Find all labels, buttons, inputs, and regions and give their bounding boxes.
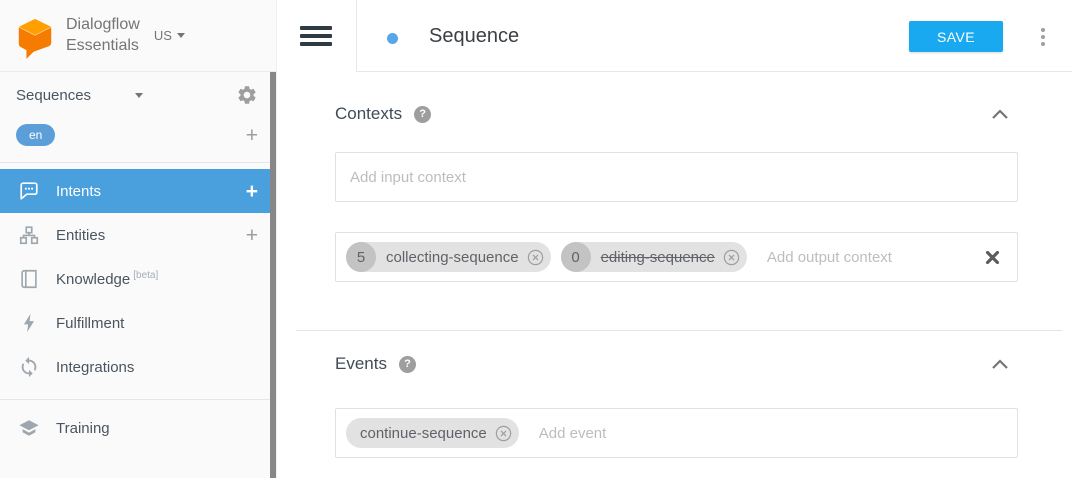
contexts-title: Contexts: [335, 104, 403, 123]
lightning-icon: [23, 313, 35, 333]
book-icon: [21, 269, 37, 289]
sidebar-item-label: Integrations: [56, 358, 135, 376]
event-chip-label: continue-sequence: [360, 424, 487, 442]
contexts-section-header: Contexts ?: [335, 98, 1018, 130]
section-divider: [296, 330, 1062, 331]
brand-header: Dialogflow Essentials US: [0, 0, 276, 72]
sidebar-item-label: Entities: [56, 226, 106, 244]
brand-name: Dialogflow Essentials: [66, 15, 140, 54]
input-context-field: [335, 152, 1018, 202]
add-language-button[interactable]: +: [245, 123, 258, 147]
add-entity-button[interactable]: +: [245, 223, 258, 247]
sidebar-item-label: Intents: [56, 182, 102, 200]
events-field: continue-sequence: [335, 408, 1018, 458]
sidebar-item-label: Training: [56, 419, 110, 437]
more-options-icon[interactable]: [1036, 26, 1050, 47]
chevron-down-icon[interactable]: [135, 92, 144, 98]
sidebar-item-label: Fulfillment: [56, 314, 125, 332]
sidebar-item-entities[interactable]: Entities +: [0, 213, 276, 257]
add-output-context-input[interactable]: [766, 248, 976, 266]
page-title: Sequence: [429, 25, 520, 47]
sidebar-divider: [0, 399, 276, 400]
entity-tree-icon: [19, 226, 39, 245]
menu-icon[interactable]: [300, 26, 332, 50]
context-lifespan-badge[interactable]: 5: [346, 242, 376, 272]
sidebar-item-knowledge[interactable]: Knowledge[beta]: [0, 257, 276, 301]
event-chip[interactable]: continue-sequence: [346, 418, 519, 448]
sidebar: Dialogflow Essentials US Sequences en + …: [0, 0, 277, 478]
output-context-chip[interactable]: 0 editing-sequence: [560, 242, 747, 272]
remove-chip-icon[interactable]: [526, 248, 545, 267]
sidebar-item-integrations[interactable]: Integrations: [0, 345, 276, 389]
dialogflow-logo-icon: [18, 18, 52, 59]
agent-name[interactable]: Sequences: [16, 86, 92, 104]
header-underline: [356, 71, 1072, 72]
add-intent-button[interactable]: +: [245, 179, 258, 203]
graduation-cap-icon: [19, 420, 39, 436]
context-chip-label: editing-sequence: [600, 248, 715, 266]
language-row: en +: [0, 118, 276, 152]
chat-bubble-icon: [20, 182, 38, 200]
sidebar-item-fulfillment[interactable]: Fulfillment: [0, 301, 276, 345]
events-section-header: Events ?: [335, 348, 1018, 380]
help-icon[interactable]: ?: [414, 105, 432, 123]
header-divider: [356, 0, 357, 72]
sidebar-item-label: Knowledge[beta]: [56, 270, 159, 288]
events-title: Events: [335, 354, 387, 373]
gear-icon[interactable]: [236, 84, 258, 106]
output-context-field: 5 collecting-sequence 0 editing-sequence: [335, 232, 1018, 282]
help-icon[interactable]: ?: [398, 355, 416, 373]
sidebar-item-intents[interactable]: Intents +: [0, 169, 276, 213]
sidebar-divider: [0, 162, 276, 163]
intent-status-dot: [387, 33, 398, 44]
agent-selector-row: Sequences: [0, 72, 276, 118]
region-selector[interactable]: US: [154, 28, 185, 43]
output-context-chip[interactable]: 5 collecting-sequence: [346, 242, 551, 272]
language-badge[interactable]: en: [16, 124, 56, 146]
add-event-input[interactable]: [538, 424, 1009, 442]
collapse-chevron-icon[interactable]: [990, 357, 1010, 371]
remove-chip-icon[interactable]: [494, 424, 513, 443]
intent-header: Sequence SAVE: [277, 0, 1072, 72]
sync-icon: [21, 356, 37, 378]
beta-badge: [beta]: [133, 270, 159, 281]
save-button[interactable]: SAVE: [909, 21, 1003, 52]
clear-all-icon[interactable]: [984, 249, 1001, 266]
sidebar-scrollbar[interactable]: [270, 72, 276, 478]
remove-chip-icon[interactable]: [722, 248, 741, 267]
collapse-chevron-icon[interactable]: [990, 107, 1010, 121]
main-panel: Sequence SAVE Contexts ? 5 collecting-se…: [277, 0, 1072, 478]
chevron-down-icon: [176, 33, 185, 38]
sidebar-item-training[interactable]: Training: [0, 406, 276, 450]
context-chip-label: collecting-sequence: [386, 248, 519, 266]
context-lifespan-badge[interactable]: 0: [560, 242, 591, 272]
add-input-context-input[interactable]: [350, 168, 1003, 186]
